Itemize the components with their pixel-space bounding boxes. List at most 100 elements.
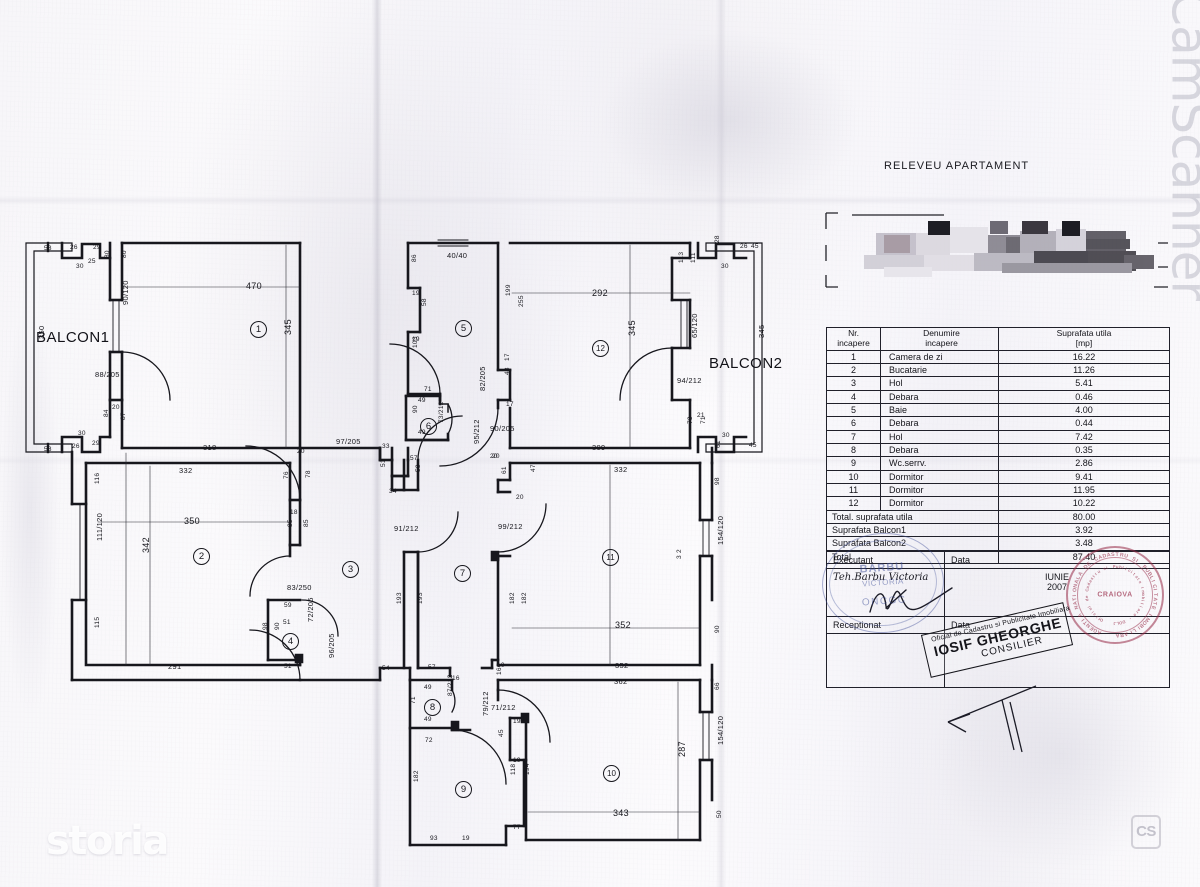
room-number-marker: 5 bbox=[455, 320, 472, 337]
dimension-label: 332 bbox=[179, 466, 193, 475]
dimension-label: 26 bbox=[72, 443, 80, 450]
blue-stamp-line3: ONCGC bbox=[861, 594, 907, 609]
dimension-label: 103 bbox=[412, 336, 419, 348]
dimension-label: 82/205 bbox=[478, 366, 487, 391]
dimension-label: 18 bbox=[290, 509, 298, 516]
room-number-marker: 11 bbox=[602, 549, 619, 566]
cell-nr: 9 bbox=[826, 456, 881, 471]
receptionat-value bbox=[826, 633, 945, 688]
dimension-label: 193 bbox=[417, 592, 424, 604]
cell-area: 9.41 bbox=[998, 469, 1170, 484]
dimension-label: 20 bbox=[297, 448, 305, 455]
room-number-marker: 7 bbox=[454, 565, 471, 582]
dimension-label: 154/120 bbox=[716, 515, 725, 545]
dimension-label: 90 bbox=[714, 625, 721, 633]
dimension-label: 113 bbox=[678, 251, 685, 263]
plan-header-title: RELEVEU APARTAMENT bbox=[884, 160, 1030, 172]
dimension-label: 54 bbox=[382, 665, 390, 672]
dimension-label: 292 bbox=[592, 288, 608, 298]
dimension-label: 182 bbox=[509, 592, 516, 604]
dimension-label: 20 bbox=[112, 404, 120, 411]
cell-area: 5.41 bbox=[998, 376, 1170, 391]
dimension-label: 58 bbox=[415, 464, 422, 472]
data-month: IUNIE bbox=[1044, 572, 1069, 582]
data-year: 2007 bbox=[1046, 582, 1068, 592]
dimension-label: 29 bbox=[93, 244, 101, 251]
dimension-label: 352 bbox=[615, 620, 631, 630]
cell-nr: 5 bbox=[826, 402, 881, 418]
cell-name: Dormitor bbox=[880, 496, 999, 511]
dimension-label: 94/212 bbox=[677, 376, 702, 385]
dimension-label: 16 bbox=[452, 675, 460, 682]
cell-name: Wc.serrv. bbox=[880, 456, 999, 471]
cell-name: Bucatarie bbox=[880, 362, 999, 378]
room-number-marker: 4 bbox=[282, 633, 299, 650]
room-number-marker: 9 bbox=[455, 781, 472, 798]
dimension-label: 17 bbox=[504, 353, 511, 361]
dimension-label: 99/212 bbox=[498, 522, 523, 531]
dimension-label: 90/205 bbox=[490, 424, 515, 433]
dimension-label: 17 bbox=[506, 401, 514, 408]
dimension-label: 115 bbox=[94, 616, 101, 628]
dimension-label: 58 bbox=[421, 298, 428, 306]
dimension-label: 87 bbox=[120, 412, 127, 420]
data-value-2 bbox=[944, 633, 1170, 688]
dimension-label: 345 bbox=[627, 320, 637, 336]
dimension-label: 58 bbox=[44, 446, 52, 453]
dimension-label: 19 bbox=[462, 835, 470, 842]
dimension-label: 116 bbox=[94, 472, 101, 484]
dimension-label: 343 bbox=[613, 808, 629, 818]
dimension-label: 97/205 bbox=[336, 437, 361, 446]
room-number-marker: 1 bbox=[250, 321, 267, 338]
dimension-label: 19 bbox=[513, 718, 521, 725]
cell-name: Debara bbox=[880, 416, 999, 431]
cell-nr: 2 bbox=[826, 362, 881, 378]
blue-stamp-line2: VICTORIA bbox=[861, 576, 905, 589]
receptionat-value-row bbox=[826, 633, 1170, 688]
dimension-label: 98 bbox=[714, 477, 721, 485]
dimension-label: 29 bbox=[92, 440, 100, 447]
dimension-label: 71/212 bbox=[491, 703, 516, 712]
dimension-label: 111/120 bbox=[95, 512, 104, 541]
dimension-label: 19 bbox=[412, 336, 420, 343]
dimension-label: 34 bbox=[389, 488, 397, 495]
dimension-label: 61 bbox=[715, 440, 722, 448]
balcony-label-2: BALCON2 bbox=[709, 355, 783, 372]
cell-nr: 7 bbox=[826, 429, 881, 444]
dimension-label: 80 bbox=[121, 250, 128, 258]
cell-nr: 11 bbox=[826, 482, 881, 498]
dimension-label: 49 bbox=[418, 429, 426, 436]
room-number-marker: 2 bbox=[193, 548, 210, 565]
room-number-marker: 8 bbox=[424, 699, 441, 716]
cell-name: Baie bbox=[880, 402, 999, 418]
cell-area: 7.42 bbox=[998, 429, 1170, 444]
camscanner-watermark: Scanned with CamScanner bbox=[1160, 0, 1200, 300]
dimension-label: 19 bbox=[412, 290, 420, 297]
cell-nr: 1 bbox=[826, 349, 881, 364]
dimension-label: 182 bbox=[521, 592, 528, 604]
cell-nr: 12 bbox=[826, 496, 881, 511]
cell-area: 0.44 bbox=[998, 416, 1170, 431]
dimension-label: 49 bbox=[424, 684, 432, 691]
dimension-label: 72 bbox=[425, 737, 433, 744]
dimension-label: 342 bbox=[141, 537, 151, 553]
dimension-label: 59 bbox=[284, 602, 292, 609]
cell-name: Debara bbox=[880, 442, 999, 458]
dimension-label: 90/120 bbox=[121, 280, 130, 305]
redacted-header-block bbox=[824, 205, 1170, 291]
dimension-label: 28 bbox=[714, 235, 721, 243]
cell-area: 0.46 bbox=[998, 389, 1170, 404]
dimension-label: 287 bbox=[677, 741, 687, 757]
dimension-label: 71 bbox=[424, 386, 432, 393]
dimension-label: 40/40 bbox=[447, 251, 468, 260]
dimension-label: 65/120 bbox=[690, 313, 699, 338]
cell-area: 11.95 bbox=[998, 482, 1170, 498]
dimension-label: 49 bbox=[418, 397, 426, 404]
dimension-label: 350 bbox=[37, 325, 46, 339]
